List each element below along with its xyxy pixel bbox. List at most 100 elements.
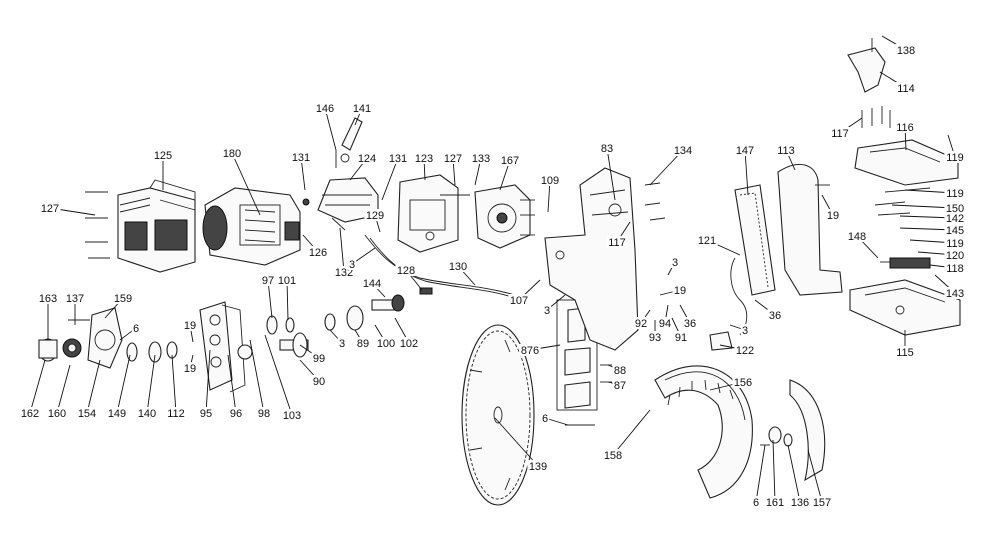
label-background [775,144,797,156]
part-number-label: 167 [501,155,519,167]
part-number-label: 6 [753,497,759,509]
leader-line-154 [86,359,101,414]
part-number-label: 140 [138,408,156,420]
part-number-label: 97 [262,275,274,287]
label-background [599,142,615,154]
label-background [39,202,61,214]
part-number-label: 124 [358,153,376,165]
part-number-label: 127 [41,203,59,215]
label-background [672,144,694,156]
part-number-label: 163 [39,293,57,305]
leader-line-149 [116,354,131,414]
lower-guard-156 [654,365,753,499]
part-number-label: 95 [200,408,212,420]
leader-line-103 [264,334,293,416]
label-background [944,262,966,274]
label-background [398,337,420,349]
bearing-cup-162 [38,338,58,362]
trigger-114 [847,38,886,93]
part-number-label: 93 [649,332,661,344]
label-background [499,154,521,166]
label-background [131,322,141,334]
part-number-label: 127 [444,153,462,165]
label-background [944,202,966,214]
part-number-label: 161 [766,497,784,509]
part-number-label: 112 [167,408,185,420]
belt-cover-113 [777,163,843,296]
label-background [764,496,786,508]
screws-134 [644,182,666,221]
part-number-label: 6 [133,323,139,335]
part-number-label: 117 [608,237,626,249]
part-number-label: 91 [675,332,687,344]
label-background [228,407,244,419]
leader-line-6 [755,444,766,503]
label-background [944,212,966,224]
part-number-label: 88 [614,365,626,377]
part-number-label: 19 [184,320,196,332]
part-number-label: 115 [896,347,914,359]
leader-line-101 [286,279,289,321]
gear-housing-167 [474,184,535,249]
part-number-label: 146 [316,103,334,115]
part-number-label: 100 [377,338,395,350]
part-number-label: 122 [736,345,754,357]
part-number-label: 19 [184,363,196,375]
part-number-label: 107 [510,295,528,307]
label-background [470,152,492,164]
switch-assembly-124 [317,117,379,231]
part-number-label: 83 [601,143,613,155]
handle-internals-118-150 [874,187,931,269]
label-background [395,264,417,276]
label-background [829,127,851,139]
label-background [351,102,373,114]
label-background [542,304,552,316]
leader-line-98 [249,339,265,414]
label-background [944,249,966,261]
label-background [76,407,98,419]
label-background [602,449,624,461]
label-background [612,364,628,376]
motor-housing-180 [202,187,310,266]
label-background [46,407,68,419]
part-number-label: 109 [541,175,559,187]
part-number-label: 162 [21,408,39,420]
label-background [633,317,649,329]
part-number-label: 103 [283,410,301,422]
handle-top-116 [854,139,959,186]
leader-line-95 [205,349,211,414]
part-number-label: 19 [827,210,839,222]
label-background [221,147,243,159]
label-background [894,346,916,358]
part-number-label: 117 [831,128,849,140]
leader-line-147 [744,149,749,196]
fixed-guard-83 [544,167,639,351]
leader-line-146 [324,107,337,151]
label-background [540,412,550,424]
part-number-label: 180 [223,148,241,160]
label-background [944,224,966,236]
label-background [527,460,549,472]
part-number-label: 141 [353,103,371,115]
label-background [606,236,628,248]
handle-base-115 [849,279,961,336]
label-background [198,407,214,419]
spindle-parts-89-100-102 [324,294,405,331]
saw-blade-139 [461,324,535,506]
part-number-label: 119 [946,238,964,250]
part-number-label: 139 [529,461,547,473]
part-number-label: 130 [449,261,467,273]
label-background [670,256,680,268]
label-background [307,246,329,258]
label-background [37,292,59,304]
label-background [519,344,541,356]
part-number-label: 101 [278,275,296,287]
label-background [182,362,198,374]
part-number-label: 113 [777,145,795,157]
belt-147 [734,184,776,296]
part-number-label: 154 [78,408,96,420]
part-number-label: 87 [614,380,626,392]
part-number-label: 131 [292,152,310,164]
